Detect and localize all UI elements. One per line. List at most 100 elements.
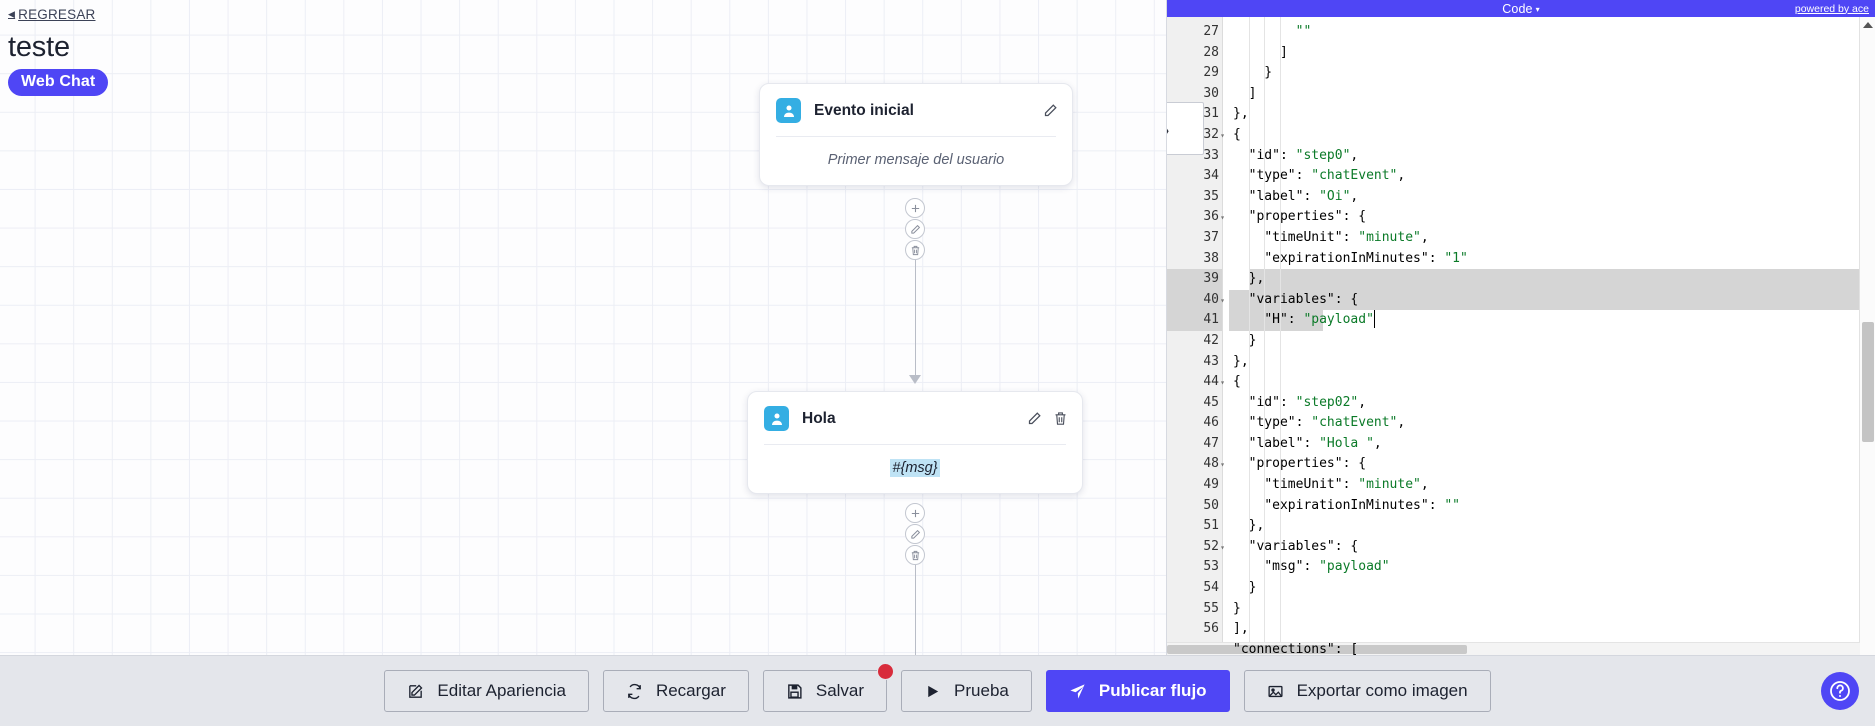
- fold-toggle-icon[interactable]: ▾: [1220, 295, 1225, 305]
- edit-icon[interactable]: [1027, 411, 1042, 426]
- gutter-line-number: 49: [1203, 477, 1219, 493]
- code-line[interactable]: "properties": {: [1248, 456, 1367, 472]
- fold-toggle-icon[interactable]: ▾: [1220, 378, 1225, 388]
- code-line[interactable]: "type": "chatEvent",: [1248, 168, 1406, 184]
- gutter-line-number: 48▾: [1167, 454, 1225, 475]
- code-line[interactable]: },: [1233, 271, 1265, 287]
- code-line[interactable]: "expirationInMinutes": "": [1264, 497, 1460, 513]
- edge-toolbar-2[interactable]: [905, 503, 925, 566]
- recargar-button[interactable]: Recargar: [602, 670, 749, 712]
- publicar-flujo-button[interactable]: Publicar flujo: [1045, 670, 1230, 712]
- user-icon: [764, 406, 789, 431]
- scrollbar-thumb[interactable]: [1862, 322, 1874, 442]
- code-line[interactable]: "label": "Hola ",: [1248, 435, 1382, 451]
- button-label: Prueba: [954, 681, 1009, 700]
- code-horizontal-scrollbar[interactable]: [1167, 642, 1860, 655]
- code-line[interactable]: "variables": {: [1248, 538, 1359, 554]
- code-line[interactable]: "connections": [: [1233, 641, 1359, 655]
- code-line[interactable]: "expirationInMinutes": "1": [1264, 250, 1468, 266]
- code-line[interactable]: }: [1233, 332, 1257, 348]
- back-link[interactable]: ◀ REGRESAR: [8, 7, 96, 22]
- back-link-label: REGRESAR: [18, 7, 96, 22]
- help-button[interactable]: [1821, 672, 1859, 710]
- scrollbar-thumb[interactable]: [1167, 645, 1467, 654]
- chevron-right-icon[interactable]: ❯: [1167, 116, 1172, 142]
- delete-icon[interactable]: [1053, 411, 1068, 426]
- fold-toggle-icon[interactable]: ▾: [1220, 542, 1225, 552]
- gutter-line-number: 30: [1203, 85, 1219, 101]
- chevron-down-icon[interactable]: ▾: [1535, 4, 1540, 14]
- exportar-como-imagen-button[interactable]: Exportar como imagen: [1243, 670, 1491, 712]
- code-line[interactable]: "variables": {: [1248, 291, 1359, 307]
- code-selection-highlight: [1229, 289, 1875, 311]
- code-line[interactable]: "msg": "payload": [1264, 559, 1390, 575]
- plus-icon[interactable]: [905, 503, 925, 523]
- code-line[interactable]: ],: [1233, 621, 1249, 637]
- code-line[interactable]: "": [1295, 24, 1312, 39]
- gutter-line-number: 34: [1203, 168, 1219, 184]
- code-selection-highlight: [1229, 310, 1323, 331]
- prueba-button[interactable]: Prueba: [901, 670, 1032, 712]
- button-label: Publicar flujo: [1098, 681, 1207, 700]
- node-body-text: Primer mensaje del usuario: [827, 152, 1005, 168]
- divider: [764, 444, 1066, 445]
- gutter-line-number: 38: [1203, 250, 1219, 266]
- flow-edge-2: [915, 550, 916, 655]
- gutter-line-number: 47: [1203, 435, 1219, 451]
- powered-by-link[interactable]: powered by ace: [1794, 2, 1869, 15]
- gutter-line-number: 31: [1203, 106, 1219, 122]
- gutter-line-number: 44▾: [1167, 372, 1225, 393]
- node-body: Primer mensaje del usuario: [760, 137, 1072, 185]
- code-line[interactable]: }: [1233, 65, 1273, 81]
- salvar-button[interactable]: Salvar: [762, 663, 895, 712]
- fold-toggle-icon[interactable]: ▾: [1220, 213, 1225, 223]
- fold-toggle-icon[interactable]: ▾: [1220, 130, 1225, 140]
- code-line[interactable]: "timeUnit": "minute",: [1264, 477, 1429, 493]
- editar-apariencia-button[interactable]: Editar Apariencia: [384, 670, 589, 712]
- node-actions: [1043, 103, 1058, 118]
- text-cursor: [1373, 310, 1376, 328]
- code-line[interactable]: },: [1233, 353, 1249, 369]
- node-evento-inicial[interactable]: Evento inicial Primer mensaje del usuari…: [759, 83, 1073, 186]
- flow-canvas[interactable]: ◀ REGRESAR teste Web Chat Evento inicial…: [0, 0, 1166, 655]
- code-vertical-scrollbar[interactable]: [1859, 17, 1875, 655]
- code-line[interactable]: }: [1233, 580, 1257, 596]
- gutter-line-number: 28: [1203, 44, 1219, 60]
- fold-toggle-icon[interactable]: ▾: [1220, 460, 1225, 470]
- code-line[interactable]: },: [1233, 518, 1265, 534]
- gutter-line-number: 32▾: [1167, 125, 1225, 146]
- code-line[interactable]: "type": "chatEvent",: [1248, 415, 1406, 431]
- code-content[interactable]: "" ] } ]}, { "id": "step0", "type": "chat…: [1223, 17, 1875, 655]
- code-panel-title[interactable]: Code▾: [1167, 2, 1875, 16]
- edge-toolbar-1[interactable]: [905, 198, 925, 261]
- plus-icon[interactable]: [905, 198, 925, 218]
- delete-icon[interactable]: [905, 545, 925, 565]
- code-line[interactable]: },: [1233, 106, 1249, 122]
- code-line[interactable]: "timeUnit": "minute",: [1264, 229, 1429, 245]
- flow-edge-arrow-1: [909, 375, 921, 384]
- scroll-up-arrow-icon[interactable]: [1863, 22, 1873, 28]
- edit-icon[interactable]: [905, 524, 925, 544]
- code-line[interactable]: "id": "step02",: [1248, 394, 1367, 410]
- code-line[interactable]: }: [1233, 600, 1241, 616]
- edit-icon[interactable]: [1043, 103, 1058, 118]
- code-line[interactable]: "properties": {: [1248, 209, 1367, 225]
- code-line[interactable]: "H": "payload": [1264, 312, 1374, 328]
- code-line[interactable]: {: [1233, 126, 1241, 142]
- image-icon: [1267, 683, 1284, 700]
- delete-icon[interactable]: [905, 240, 925, 260]
- node-body: #{msg}: [748, 445, 1082, 493]
- gutter-line-number: 37: [1203, 229, 1219, 245]
- node-hola[interactable]: Hola #{msg}: [747, 391, 1083, 494]
- code-line[interactable]: "label": "Oi",: [1248, 188, 1359, 204]
- code-fold-widget[interactable]: ❯: [1167, 102, 1204, 155]
- code-line[interactable]: "id": "step0",: [1248, 147, 1359, 163]
- code-line[interactable]: {: [1233, 374, 1241, 390]
- code-line[interactable]: ]: [1233, 44, 1288, 60]
- indent-guide: [1248, 17, 1250, 655]
- gutter-line-number: 29: [1203, 65, 1219, 81]
- code-line[interactable]: ]: [1233, 85, 1257, 101]
- edit-icon[interactable]: [905, 219, 925, 239]
